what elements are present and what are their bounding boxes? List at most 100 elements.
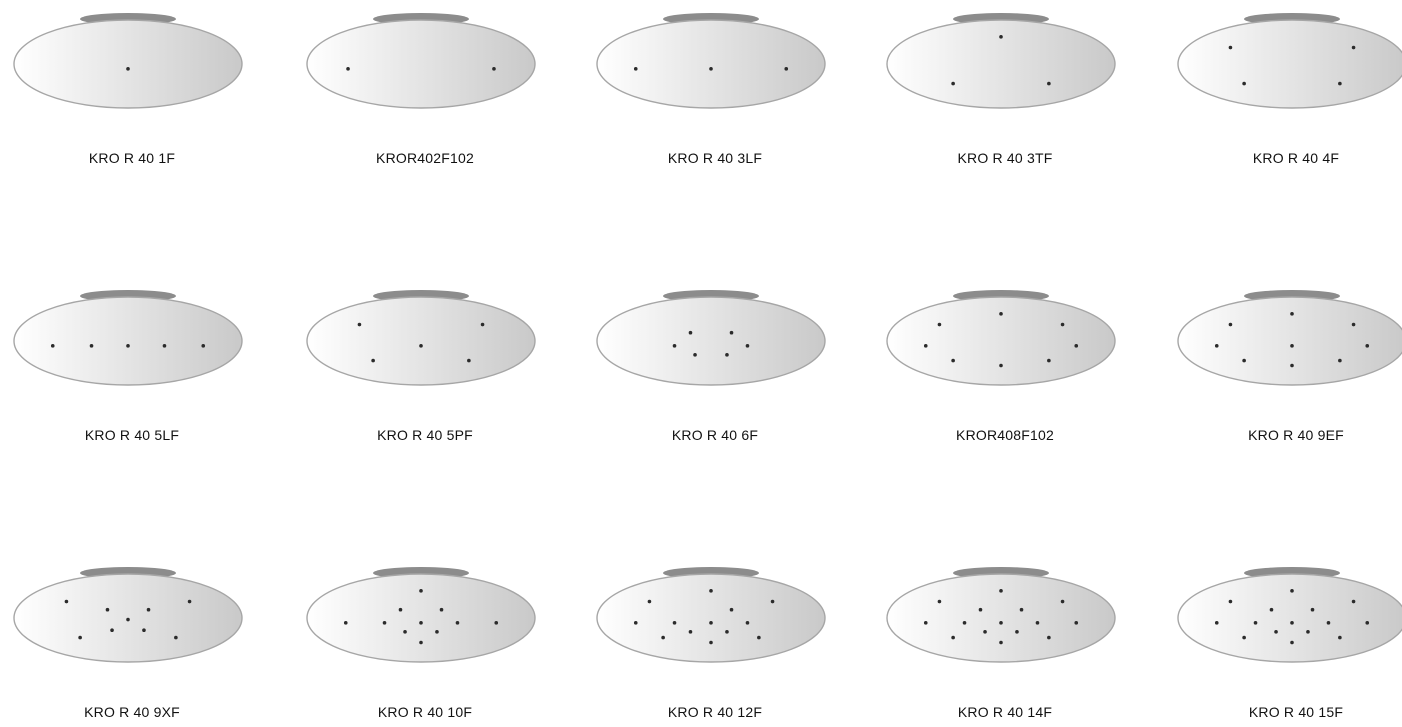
cable-outlet-dot	[1365, 621, 1370, 625]
product-card: KRO R 40 15F	[1176, 564, 1402, 727]
cable-outlet-dot	[174, 635, 178, 640]
cable-outlet-dot	[346, 67, 350, 71]
cable-outlet-dot	[142, 628, 146, 633]
cable-outlet-dot	[201, 344, 206, 348]
cable-outlet-dot	[419, 589, 423, 593]
product-code-label: KRO R 40 3LF	[667, 150, 763, 166]
cable-outlet-dot	[757, 635, 761, 640]
product-card: KRO R 40 9EF	[1176, 287, 1402, 467]
canopy-plate	[886, 573, 1116, 663]
cable-outlet-dot	[1351, 45, 1356, 50]
cable-outlet-dot	[371, 358, 375, 363]
canopy-plate-image	[596, 567, 826, 663]
cable-outlet-dot	[398, 607, 403, 612]
product-code-label: KRO R 40 6F	[671, 427, 759, 443]
canopy-plate	[1177, 19, 1402, 109]
canopy-plate	[596, 296, 826, 386]
cable-outlet-dot	[1074, 621, 1079, 625]
product-code-label: KRO R 40 14F	[957, 704, 1053, 720]
cable-outlet-dot	[672, 621, 677, 625]
cable-outlet-dot	[999, 589, 1003, 593]
cable-outlet-dot	[647, 599, 652, 604]
cable-outlet-dot	[1338, 358, 1342, 363]
canopy-plate-image	[306, 567, 536, 663]
cable-outlet-dot	[1253, 621, 1258, 625]
product-code-label: KRO R 40 10F	[377, 704, 473, 720]
cable-outlet-dot	[1228, 322, 1233, 327]
cable-outlet-dot	[1365, 344, 1370, 348]
cable-outlet-dot	[978, 607, 983, 612]
cable-outlet-dot	[105, 607, 110, 612]
canopy-plate-image	[306, 290, 536, 386]
cable-outlet-dot	[937, 599, 942, 604]
product-card: KRO R 40 12F	[595, 564, 835, 727]
cable-outlet-dot	[1290, 621, 1294, 625]
cable-outlet-dot	[492, 67, 496, 71]
cable-outlet-dot	[1351, 599, 1356, 604]
cable-outlet-dot	[729, 330, 734, 335]
cable-outlet-dot	[439, 607, 444, 612]
cable-outlet-dot	[403, 630, 407, 634]
product-code-label: KROR402F102	[376, 150, 474, 166]
canopy-plate	[13, 296, 243, 386]
product-card: KRO R 40 4F	[1176, 10, 1402, 190]
cable-outlet-dot	[1338, 81, 1342, 86]
cable-outlet-dot	[1306, 630, 1310, 634]
product-card: KRO R 40 3TF	[885, 10, 1125, 190]
cable-outlet-dot	[1015, 630, 1019, 634]
product-code-label: KRO R 40 1F	[88, 150, 176, 166]
cable-outlet-dot	[937, 322, 942, 327]
cable-outlet-dot	[1214, 344, 1219, 348]
canopy-plate-image	[13, 567, 243, 663]
product-code-label: KRO R 40 4F	[1252, 150, 1340, 166]
canopy-plate-image	[886, 290, 1116, 386]
product-card: KRO R 40 5LF	[12, 287, 252, 467]
cable-outlet-dot	[1214, 621, 1219, 625]
cable-outlet-dot	[725, 353, 729, 357]
cable-outlet-dot	[1290, 589, 1294, 593]
canopy-plate	[886, 19, 1116, 109]
cable-outlet-dot	[89, 344, 94, 348]
cable-outlet-dot	[951, 81, 955, 86]
product-card: KRO R 40 5PF	[305, 287, 545, 467]
canopy-plate	[13, 19, 243, 109]
cable-outlet-dot	[126, 67, 130, 71]
cable-outlet-dot	[1274, 630, 1278, 634]
canopy-plate	[596, 573, 826, 663]
cable-outlet-dot	[494, 621, 499, 625]
cable-outlet-dot	[1326, 621, 1331, 625]
cable-outlet-dot	[1290, 363, 1294, 368]
cable-outlet-dot	[729, 607, 734, 612]
canopy-plate-image	[1177, 567, 1402, 663]
cable-outlet-dot	[923, 621, 928, 625]
cable-outlet-dot	[1269, 607, 1274, 612]
cable-outlet-dot	[999, 621, 1003, 625]
cable-outlet-dot	[688, 630, 693, 634]
canopy-plate-image	[13, 290, 243, 386]
canopy-plate	[1177, 296, 1402, 386]
cable-outlet-dot	[1310, 607, 1315, 612]
cable-outlet-dot	[1290, 344, 1294, 348]
canopy-plate-image	[886, 13, 1116, 109]
cable-outlet-dot	[709, 589, 713, 593]
product-code-label: KROR408F102	[956, 427, 1054, 443]
cable-outlet-dot	[1228, 45, 1233, 50]
canopy-plate	[306, 573, 536, 663]
cable-outlet-dot	[923, 344, 928, 348]
canopy-plate-image	[1177, 290, 1402, 386]
cable-outlet-dot	[745, 344, 750, 348]
product-code-label: KRO R 40 15F	[1248, 704, 1344, 720]
cable-outlet-dot	[357, 322, 362, 327]
cable-outlet-dot	[480, 322, 485, 327]
cable-outlet-dot	[951, 358, 955, 363]
cable-outlet-dot	[784, 67, 789, 71]
canopy-plate-image	[886, 567, 1116, 663]
cable-outlet-dot	[661, 635, 665, 640]
cable-outlet-dot	[1060, 599, 1065, 604]
cable-outlet-dot	[419, 621, 423, 625]
cable-outlet-dot	[1060, 322, 1065, 327]
product-code-label: KRO R 40 9EF	[1248, 427, 1344, 443]
cable-outlet-dot	[419, 344, 423, 348]
cable-outlet-dot	[382, 621, 387, 625]
